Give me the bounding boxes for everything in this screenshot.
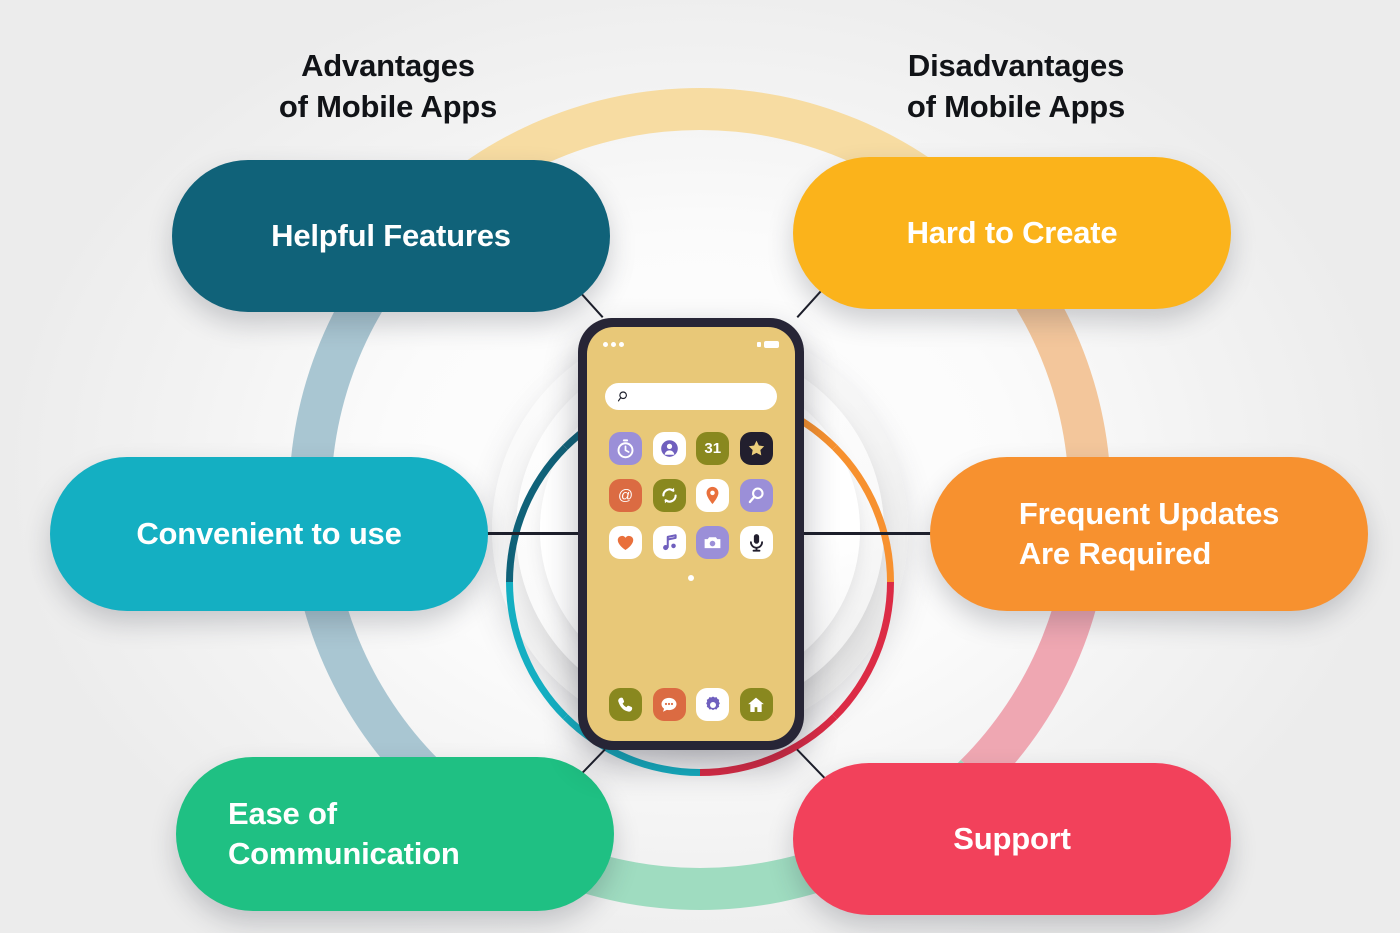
battery-indicator-icon (757, 340, 779, 348)
phone-icon[interactable] (609, 688, 643, 721)
connector-line-frequent (802, 532, 932, 535)
star-icon[interactable] (739, 432, 773, 465)
microphone-icon[interactable] (739, 526, 773, 559)
page-title-advantages: Advantages of Mobile Apps (278, 48, 498, 124)
disadvantage-pill-frequent-updates[interactable]: Frequent Updates Are Required (930, 457, 1368, 611)
advantage-pill-ease-of-communication[interactable]: Ease of Communication (176, 757, 614, 911)
dots-indicator-icon (603, 341, 624, 347)
phone-screen: 31 @ (587, 327, 795, 741)
disadvantage-pill-hard-to-create[interactable]: Hard to Create (793, 157, 1231, 309)
camera-icon[interactable] (696, 526, 730, 559)
disadvantage-label-support: Support (953, 821, 1071, 857)
contacts-icon[interactable] (652, 432, 686, 465)
music-icon[interactable] (652, 526, 686, 559)
email-icon[interactable]: @ (609, 479, 643, 512)
app-icon-grid: 31 @ (607, 432, 775, 559)
page-dot (688, 575, 694, 581)
smartphone-mockup: 31 @ (578, 318, 804, 750)
timer-icon[interactable] (609, 432, 643, 465)
svg-text:@: @ (618, 488, 633, 504)
advantage-label-convenient-to-use: Convenient to use (136, 516, 402, 552)
location-icon[interactable] (696, 479, 730, 512)
advantage-label-helpful-features: Helpful Features (271, 218, 511, 254)
disadvantage-label-hard-to-create: Hard to Create (906, 215, 1118, 251)
calendar-day-number: 31 (704, 440, 722, 457)
settings-icon[interactable] (696, 688, 730, 721)
search-app-icon[interactable] (739, 479, 773, 512)
phone-dock (587, 688, 795, 721)
advantage-pill-helpful-features[interactable]: Helpful Features (172, 160, 610, 312)
phone-status-bar (587, 327, 795, 361)
page-title-disadvantages: Disadvantages of Mobile Apps (906, 48, 1126, 124)
home-icon[interactable] (739, 688, 773, 721)
search-icon (617, 390, 627, 401)
advantage-pill-convenient-to-use[interactable]: Convenient to use (50, 457, 488, 611)
connector-line-convenient (486, 532, 582, 535)
advantage-label-ease-of-communication: Ease of Communication (228, 796, 460, 871)
disadvantage-pill-support[interactable]: Support (793, 763, 1231, 915)
sync-icon[interactable] (652, 479, 686, 512)
calendar-icon[interactable]: 31 (696, 432, 730, 465)
message-icon[interactable] (652, 688, 686, 721)
disadvantage-label-frequent-updates: Frequent Updates Are Required (1018, 496, 1280, 571)
search-input[interactable] (605, 383, 777, 410)
heart-icon[interactable] (609, 526, 643, 559)
